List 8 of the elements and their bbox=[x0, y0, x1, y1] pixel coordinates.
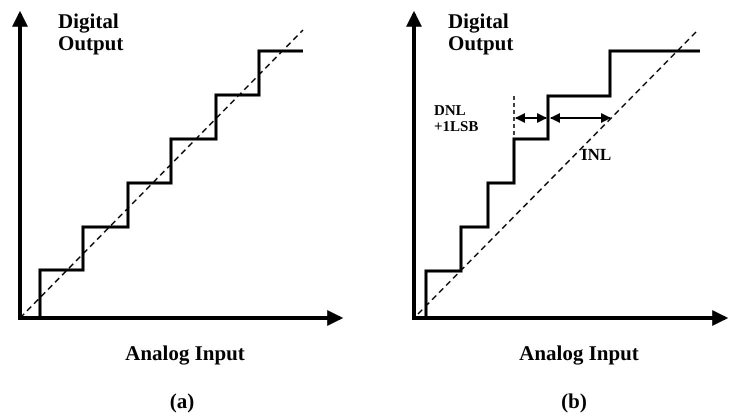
axis-title: Analog Input bbox=[124, 342, 246, 364]
annotation-text: INL bbox=[581, 146, 612, 164]
axis-title: Digital Output bbox=[58, 10, 124, 54]
axis-title: Digital Output bbox=[448, 10, 514, 54]
annotation-text: DNL +1LSB bbox=[434, 104, 480, 136]
panel-label: (b) bbox=[560, 390, 588, 412]
panel-label: (a) bbox=[168, 390, 196, 412]
axis-title: Analog Input bbox=[518, 342, 640, 364]
